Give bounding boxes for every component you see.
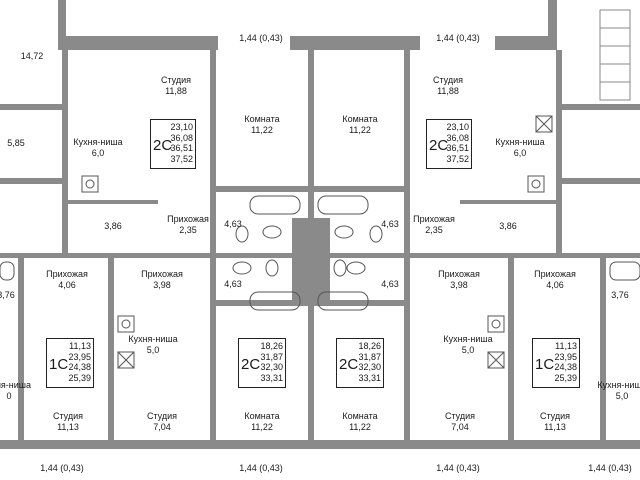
apartment-type: 1С — [49, 356, 69, 373]
apartment-type: 2С — [241, 356, 261, 373]
apartment-type: 2С — [153, 137, 173, 154]
room-area: 3,76 — [0, 290, 15, 300]
apartment-type: 2С — [429, 137, 449, 154]
room-bathroom: 3,86 — [499, 221, 517, 231]
balcony-area-label: 1,44 (0,43) — [588, 463, 632, 473]
balcony-area-label: 1,44 (0,43) — [239, 463, 283, 473]
room-area: 3,76 — [611, 290, 629, 300]
apartment-type: 2С — [339, 356, 359, 373]
room-area: 14,72 — [20, 51, 44, 61]
balcony-area-label: 1,44 (0,43) — [436, 33, 480, 43]
room-wc: 4,63 — [224, 279, 242, 289]
apartment-type: 1С — [535, 356, 555, 373]
balcony-area-label: 1,44 (0,43) — [40, 463, 84, 473]
room-wc: 4,63 — [224, 219, 242, 229]
balcony-area-label: 1,44 (0,43) — [436, 463, 480, 473]
room-area: 5,85 — [7, 138, 25, 148]
balcony-area-label: 1,44 (0,43) — [239, 33, 283, 43]
room-bathroom: 3,86 — [104, 221, 122, 231]
room-wc: 4,63 — [381, 279, 399, 289]
room-wc: 4,63 — [381, 219, 399, 229]
